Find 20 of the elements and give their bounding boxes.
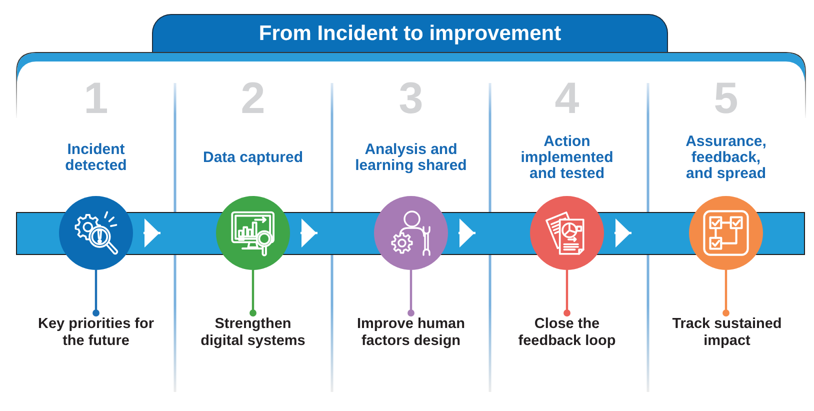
step-outcome: Key priorities for the future	[34, 316, 158, 350]
leader-line	[722, 270, 730, 316]
step-title: Incident detected	[64, 142, 128, 174]
chevron-arrow	[300, 218, 318, 248]
step-title: Assurance, feedback, and spread	[684, 134, 768, 182]
step-outcome: Close the feedback loop	[512, 316, 622, 350]
leader-line	[564, 270, 570, 316]
step-outcome: Track sustained impact	[667, 316, 787, 350]
chevron-arrow	[458, 218, 476, 248]
chevron-arrow	[614, 218, 632, 248]
title-banner: From Incident to improvement	[152, 14, 668, 52]
step-title: Data captured	[202, 150, 304, 166]
leader-line	[92, 270, 100, 316]
leader-line	[408, 270, 414, 316]
step-title: Action implemented and tested	[520, 134, 614, 182]
step-outcome: Improve human factors design	[354, 316, 468, 350]
step-title: Analysis and learning shared	[354, 142, 468, 174]
chevron-arrow	[144, 218, 160, 248]
leader-line	[250, 270, 256, 316]
step-outcome: Strengthen digital systems	[196, 316, 310, 350]
